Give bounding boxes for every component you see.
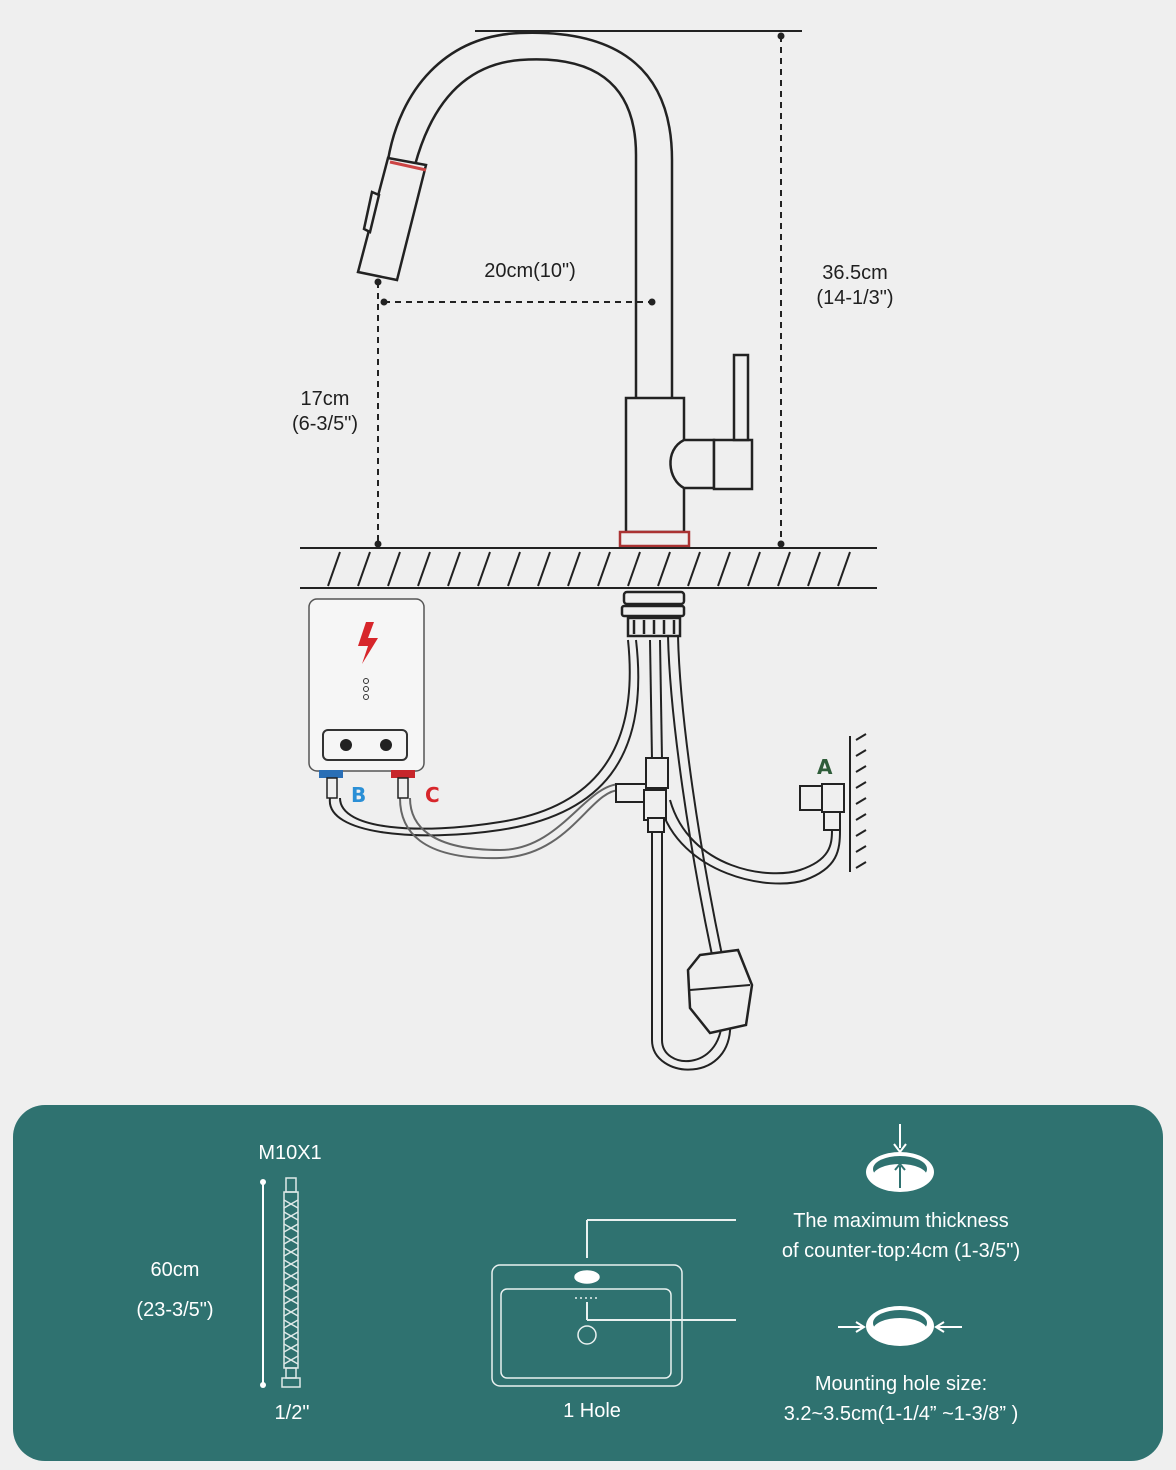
thickness-line1: The maximum thickness	[793, 1210, 1009, 1232]
angle-valve	[799, 783, 845, 831]
spout-inner-line	[413, 58, 638, 398]
water-heater	[308, 598, 425, 799]
faucet	[356, 31, 754, 548]
lightning-icon	[358, 622, 378, 664]
height-imperial-label: (14-1/3")	[816, 287, 894, 309]
connection-c-label: C	[425, 783, 440, 807]
mounting-hole-icon	[838, 1306, 962, 1346]
handle-lever	[732, 353, 750, 442]
fitting-label: 1/2"	[274, 1402, 310, 1424]
spout-height-imperial-label: (6-3/5")	[291, 413, 358, 435]
dimension-lines	[377, 36, 782, 544]
spout-height-metric-label: 17cm	[300, 388, 350, 410]
hole-count-label: 1 Hole	[563, 1400, 621, 1422]
spray-head-ring	[389, 160, 427, 172]
wall	[849, 733, 867, 872]
mounting-nut	[620, 590, 686, 638]
spray-button	[362, 190, 381, 234]
countertop	[300, 547, 877, 589]
thread-label: M10X1	[258, 1142, 322, 1164]
sink-illustration	[491, 1219, 736, 1387]
hose-length-imperial: (23-3/5")	[136, 1299, 214, 1321]
height-metric-label: 36.5cm	[822, 262, 888, 284]
spout-outer-line	[386, 31, 674, 398]
hole-size-line1: Mounting hole size:	[814, 1373, 988, 1395]
connection-a-label: A	[817, 755, 833, 779]
hoses	[328, 635, 841, 1071]
hole-size-line2: 3.2~3.5cm(1-1/4” ~1-3/8” )	[783, 1403, 1019, 1425]
tee-connector	[615, 757, 669, 833]
hose-length-metric: 60cm	[150, 1259, 200, 1281]
connection-b-label: B	[351, 783, 367, 807]
handle-cone	[669, 438, 716, 490]
reach-label: 20cm(10")	[484, 260, 576, 282]
thickness-icon	[866, 1124, 934, 1192]
thickness-line2: of counter-top:4cm (1-3/5")	[781, 1240, 1021, 1262]
faucet-diagram	[300, 30, 877, 1071]
braided-hose	[281, 1177, 301, 1388]
spray-head	[356, 156, 428, 282]
faucet-base	[618, 530, 691, 548]
hose-weight	[686, 948, 754, 1035]
